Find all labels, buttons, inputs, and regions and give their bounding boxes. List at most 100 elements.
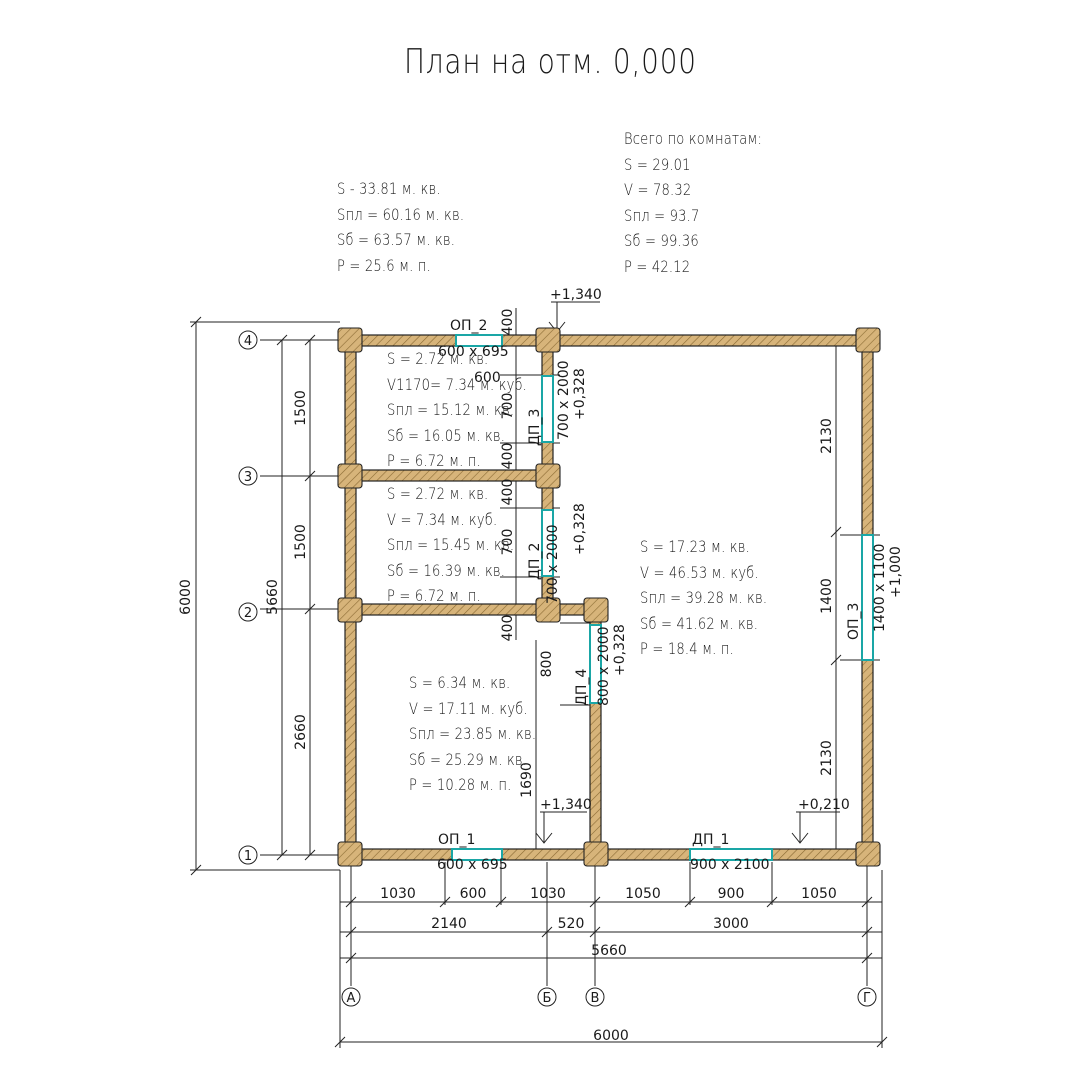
- op3-size: 1400 х 1100: [872, 544, 888, 632]
- totals-line: V = 78.32: [624, 180, 692, 199]
- dim-inner-top: 400: [500, 479, 516, 506]
- opening-op2: [455, 334, 503, 347]
- dp3-size: 700 х 2000: [556, 360, 572, 440]
- room-line: P = 10.28 м. п.: [409, 775, 512, 794]
- dim-inner-top: 400: [500, 309, 516, 336]
- dim-inner-top: 700: [500, 393, 516, 420]
- house-line: Sпл = 60.16 м. кв.: [337, 204, 465, 224]
- dim-bottom-1: 900: [718, 886, 745, 902]
- opening-op3: [861, 534, 874, 661]
- level-mid: +1,340: [540, 797, 592, 813]
- room-line: P = 6.72 м. п.: [387, 586, 481, 605]
- axis-label-4: 4: [244, 334, 252, 349]
- opening-dp3: [541, 375, 554, 443]
- room-bottom-left-stats: S = 6.34 м. кв. V = 17.11 м. куб. Sпл = …: [409, 670, 536, 798]
- dp4-size: 800 х 2000: [596, 626, 612, 706]
- dim-left-outer: 6000: [178, 579, 194, 615]
- opening-dp1: [689, 848, 773, 861]
- room-line: V = 46.53 м. куб.: [640, 562, 759, 582]
- openings: [451, 334, 874, 861]
- axis-label-v: В: [591, 991, 600, 1006]
- dp2-level: +0,328: [572, 503, 588, 555]
- dp1-size: 900 х 2100: [690, 857, 770, 873]
- opening-dp2: [541, 509, 554, 577]
- totals-block: Всего по комнатам: S = 29.01 V = 78.32 S…: [624, 126, 762, 279]
- level-right: +0,210: [798, 797, 850, 813]
- dim-bottom-1: 1050: [801, 886, 837, 902]
- dp3-label: ДП_3: [527, 409, 543, 446]
- dim-bottom-1: 600: [460, 886, 487, 902]
- room-middle-left-stats: S = 2.72 м. кв. V = 7.34 м. куб. Sпл = 1…: [387, 481, 514, 609]
- totals-line: P = 42.12: [624, 256, 691, 276]
- dim-inner-bottom: 800: [539, 651, 555, 678]
- plan-title: План на отм. 0,000: [404, 42, 697, 82]
- room-line: Sб = 41.62 м. кв.: [640, 613, 759, 633]
- dim-bottom-2: 2140: [431, 916, 467, 932]
- dim-left-inner: 5660: [265, 579, 281, 615]
- opening-dp4: [589, 624, 602, 704]
- op1-label: ОП_1: [438, 832, 475, 848]
- wall-bottom: [343, 848, 875, 861]
- dim-bottom-2: 3000: [713, 916, 749, 932]
- room-line: S = 2.72 м. кв.: [387, 484, 489, 503]
- axis-label-2: 2: [244, 606, 252, 621]
- room-line: Sпл = 23.85 м. кв.: [409, 724, 537, 743]
- dim-bottom-1: 1030: [380, 886, 416, 902]
- dim-bottom-3: 5660: [591, 943, 627, 959]
- opening-op1: [451, 848, 503, 861]
- dim-inner-top: 700: [500, 529, 516, 556]
- axis-label-1: 1: [244, 849, 252, 864]
- room-line: Sб = 16.39 м. кв.: [387, 560, 506, 580]
- axis-label-g: Г: [863, 991, 871, 1006]
- dim-bottom-2: 520: [558, 916, 585, 932]
- level-top: +1,340: [550, 287, 602, 303]
- dim-bottom-1: 1030: [530, 886, 566, 902]
- totals-header: Всего по комнатам:: [624, 129, 763, 148]
- op3-level: +1,000: [888, 546, 904, 598]
- room-line: Sб = 16.05 м. кв.: [387, 425, 506, 445]
- room-line: V1170= 7.34 м. куб.: [387, 374, 528, 394]
- dim-bottom-1: 1050: [625, 886, 661, 902]
- room-main-stats: S = 17.23 м. кв. V = 46.53 м. куб. Sпл =…: [640, 534, 767, 662]
- dim-left-seg: 2660: [293, 714, 309, 750]
- op1-size: 600 х 695: [437, 857, 508, 873]
- dim-left-seg: 1500: [293, 524, 309, 560]
- op2-size: 600 х 695: [438, 344, 509, 360]
- dim-bottom-4: 6000: [593, 1028, 629, 1044]
- log-ends: [337, 327, 881, 867]
- room-line: S = 2.72 м. кв.: [387, 349, 489, 368]
- totals-line: Sб = 99.36: [624, 231, 699, 250]
- dim-inner-bottom: 400: [500, 615, 516, 642]
- room-line: P = 18.4 м. п.: [640, 639, 734, 658]
- op2-label: ОП_2: [450, 318, 487, 334]
- room-line: Sпл = 39.28 м. кв.: [640, 588, 768, 607]
- dim-inner-top: 400: [500, 443, 516, 470]
- axis-label-a: А: [347, 991, 356, 1006]
- room-line: S = 17.23 м. кв.: [640, 537, 750, 556]
- house-stats: S - 33.81 м. кв. Sпл = 60.16 м. кв. Sб =…: [337, 176, 464, 278]
- dim-inner-bottom: 1690: [519, 762, 535, 798]
- axis-label-b: Б: [543, 991, 552, 1006]
- axis-label-3: 3: [244, 470, 252, 485]
- room-line: Sпл = 15.12 м. кв.: [387, 400, 515, 419]
- dp2-label: ДП_2: [527, 543, 543, 580]
- dim-right-seg: 1400: [819, 578, 835, 614]
- room-line: V = 17.11 м. куб.: [409, 698, 528, 718]
- totals-line: S = 29.01: [624, 154, 691, 174]
- wall-top: [343, 334, 875, 347]
- dim-left-seg: 1500: [293, 390, 309, 426]
- room-line: Sб = 25.29 м. кв.: [409, 749, 528, 769]
- dp4-label: ДП_4: [574, 669, 590, 706]
- room-line: Sпл = 15.45 м. кв.: [387, 535, 515, 554]
- dp1-label: ДП_1: [692, 832, 729, 848]
- dim-right-seg: 2130: [819, 418, 835, 454]
- house-line: Sб = 63.57 м. кв.: [337, 230, 456, 249]
- v600-label: 600: [474, 370, 501, 386]
- totals-line: Sпл = 93.7: [624, 205, 700, 225]
- dp2-size: 700 х 2000: [545, 524, 561, 604]
- dp3-level: +0,328: [572, 368, 588, 420]
- dp4-level: +0,328: [612, 624, 628, 676]
- dim-right-seg: 2130: [819, 740, 835, 776]
- room-line: P = 6.72 м. п.: [387, 451, 481, 470]
